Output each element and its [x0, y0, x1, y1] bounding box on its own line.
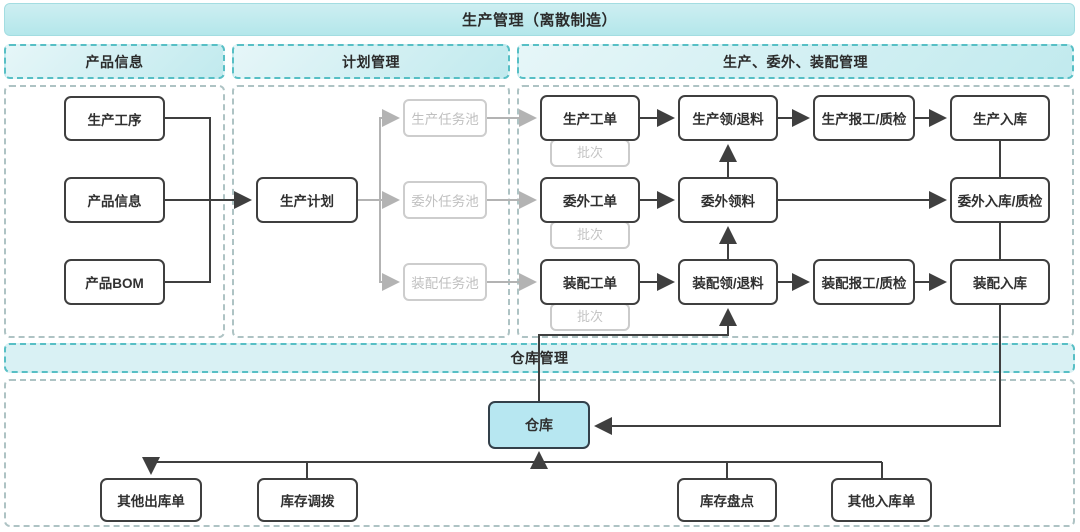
node-label: 委外领料: [701, 194, 755, 209]
section-body-plan: [232, 85, 510, 338]
node-label: 库存盘点: [700, 494, 754, 509]
node-label: 仓库: [525, 417, 553, 433]
node-outsourcing-work-order: 委外工单: [540, 177, 640, 223]
node-label: 产品BOM: [85, 276, 144, 291]
node-label: 装配报工/质检: [821, 276, 907, 291]
node-label: 生产任务池: [411, 112, 479, 127]
node-label: 委外任务池: [411, 194, 479, 209]
node-label: 生产报工/质检: [821, 112, 907, 127]
node-assembly-inbound: 装配入库: [950, 259, 1050, 305]
node-label: 委外工单: [563, 194, 617, 209]
node-label: 生产工单: [563, 112, 617, 127]
warehouse-banner: 仓库管理: [4, 343, 1075, 373]
section-header-plan: 计划管理: [232, 44, 510, 79]
node-label: 装配领/退料: [692, 276, 764, 291]
top-banner: 生产管理（离散制造）: [4, 3, 1075, 36]
node-label: 生产领/退料: [692, 112, 764, 127]
node-assembly-report: 装配报工/质检: [813, 259, 915, 305]
node-production-work-order: 生产工单: [540, 95, 640, 141]
node-other-inbound: 其他入库单: [831, 478, 932, 522]
section-header-production: 生产、委外、装配管理: [517, 44, 1074, 79]
node-inventory-transfer: 库存调拨: [257, 478, 358, 522]
node-assembly-work-order: 装配工单: [540, 259, 640, 305]
batch-tab-production: 批次: [550, 139, 630, 167]
node-label: 其他入库单: [847, 494, 916, 509]
node-other-outbound: 其他出库单: [100, 478, 202, 522]
node-label: 生产入库: [973, 112, 1027, 127]
batch-tab-outsourcing: 批次: [550, 221, 630, 249]
node-label: 委外入库/质检: [957, 194, 1043, 209]
node-label: 装配入库: [973, 276, 1027, 291]
section-title: 计划管理: [342, 53, 400, 70]
node-label: 生产计划: [280, 194, 334, 209]
top-banner-title: 生产管理（离散制造）: [461, 12, 617, 29]
node-production-process: 生产工序: [64, 96, 165, 141]
node-production-task-pool: 生产任务池: [403, 99, 487, 137]
node-label: 装配任务池: [411, 276, 479, 291]
node-assembly-material: 装配领/退料: [678, 259, 778, 305]
node-assembly-task-pool: 装配任务池: [403, 263, 487, 301]
batch-label: 批次: [576, 145, 603, 160]
node-product-bom: 产品BOM: [64, 259, 165, 305]
node-label: 库存调拨: [280, 494, 335, 509]
section-title: 产品信息: [85, 53, 144, 70]
warehouse-banner-title: 仓库管理: [510, 350, 569, 366]
node-label: 其他出库单: [117, 494, 185, 509]
node-outsourcing-inbound: 委外入库/质检: [950, 177, 1050, 223]
node-label: 生产工序: [87, 112, 142, 128]
node-production-material: 生产领/退料: [678, 95, 778, 141]
node-warehouse: 仓库: [488, 401, 590, 449]
section-header-product-info: 产品信息: [4, 44, 225, 79]
section-title: 生产、委外、装配管理: [723, 53, 868, 70]
node-outsourcing-material: 委外领料: [678, 177, 778, 223]
node-outsourcing-task-pool: 委外任务池: [403, 181, 487, 219]
node-label: 装配工单: [563, 276, 617, 291]
node-label: 产品信息: [87, 194, 142, 209]
node-product-info: 产品信息: [64, 177, 165, 223]
section-body-product-info: [4, 85, 225, 338]
node-production-plan: 生产计划: [256, 177, 358, 223]
node-production-report: 生产报工/质检: [813, 95, 915, 141]
node-production-inbound: 生产入库: [950, 95, 1050, 141]
batch-label: 批次: [576, 227, 603, 242]
batch-tab-assembly: 批次: [550, 303, 630, 331]
batch-label: 批次: [576, 309, 603, 324]
node-inventory-count: 库存盘点: [677, 478, 777, 522]
